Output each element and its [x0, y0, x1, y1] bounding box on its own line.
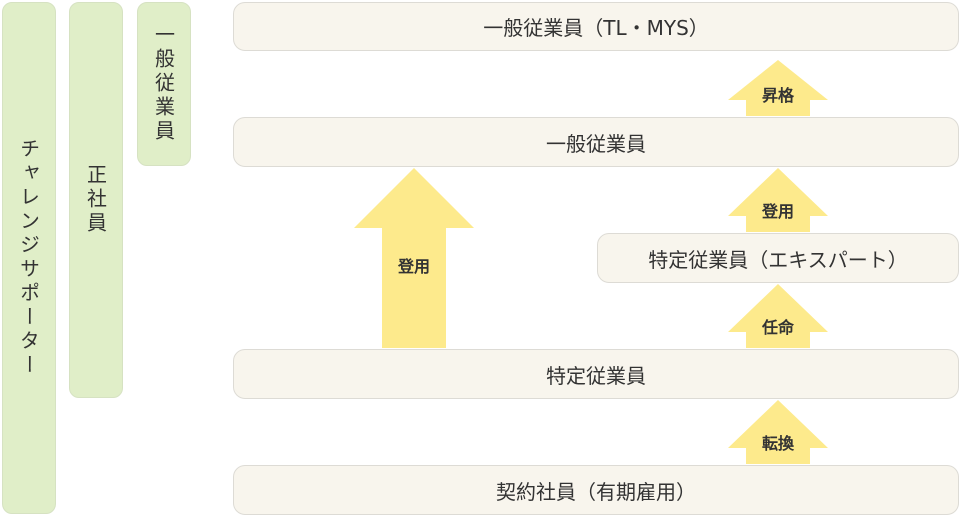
column-general-employee: 一般従業員	[137, 2, 191, 166]
column-label: 一般従業員	[151, 24, 176, 144]
box-label: 一般従業員（TL・MYS）	[483, 16, 709, 40]
arrow-label-assignment: 任命	[761, 318, 794, 337]
arrow-up-icon	[728, 400, 828, 464]
arrow-up-icon	[728, 284, 828, 348]
box-label: 一般従業員	[546, 131, 646, 156]
box-general-tl: 一般従業員（TL・MYS）	[233, 2, 959, 51]
column-regular-employee: 正社員	[69, 2, 123, 398]
column-challenge-supporter: チャレンジサポーター	[2, 2, 56, 514]
arrow-label-promotion: 昇格	[761, 86, 794, 105]
box-general: 一般従業員	[233, 117, 959, 167]
arrow-up-icon	[728, 168, 828, 232]
arrow-label-conversion: 転換	[761, 434, 794, 453]
arrow-up-icon	[728, 60, 828, 116]
arrow-label-appoint-big: 登用	[397, 257, 430, 276]
box-label: 特定従業員（エキスパート）	[648, 247, 908, 272]
box-specified: 特定従業員	[233, 349, 959, 399]
column-label: 正社員	[83, 164, 108, 236]
box-label: 特定従業員	[546, 363, 646, 388]
arrow-label-appoint: 登用	[761, 202, 794, 221]
big-arrow-up-icon	[354, 168, 474, 348]
box-specified-expert: 特定従業員（エキスパート）	[597, 233, 959, 283]
box-contract: 契約社員（有期雇用）	[233, 465, 959, 515]
box-label: 契約社員（有期雇用）	[496, 479, 696, 504]
column-label: チャレンジサポーター	[16, 138, 41, 378]
